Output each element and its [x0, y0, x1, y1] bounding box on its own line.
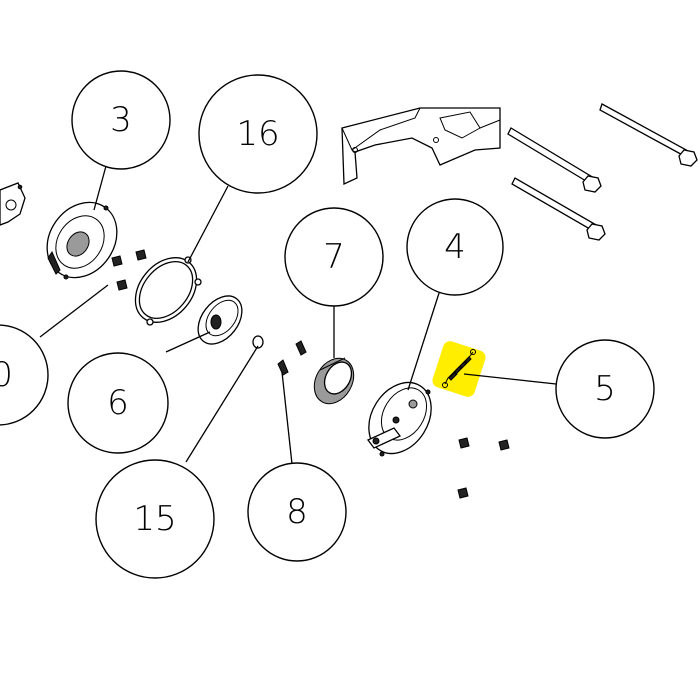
callout-10-label: 0: [0, 355, 13, 395]
callout-8-label: 8: [286, 492, 308, 532]
callout-7: 7: [284, 207, 384, 307]
frame-part: [341, 107, 501, 185]
callout-16-label: 16: [236, 114, 279, 154]
key-parts-8: [277, 340, 307, 376]
pulley-part-6: [197, 295, 243, 345]
callout-6-label: 6: [107, 383, 129, 423]
spring-part-5: [432, 341, 486, 397]
gasket-part-16: [134, 256, 202, 326]
small-screws: [111, 249, 147, 291]
long-bolts: [507, 103, 698, 241]
bearing-part-7: [313, 357, 355, 405]
callout-10: 0: [0, 324, 49, 426]
leader-lines: [39, 165, 557, 465]
callout-5: 5: [555, 339, 655, 439]
callout-6: 6: [67, 352, 169, 454]
callout-4-label: 4: [444, 227, 466, 267]
callout-5-label: 5: [594, 369, 616, 409]
callout-16: 16: [198, 74, 318, 194]
housing-part-3: [46, 201, 118, 280]
small-screws-lower: [457, 437, 510, 499]
callout-8: 8: [247, 462, 347, 562]
callout-15: 15: [95, 459, 215, 579]
callout-3-label: 3: [110, 100, 132, 140]
callout-7-label: 7: [323, 237, 345, 277]
callout-3: 3: [71, 70, 171, 170]
cover-part-4: [366, 381, 432, 457]
callout-15-label: 15: [133, 499, 176, 539]
o-ring-part-15: [252, 335, 264, 349]
callout-4: 4: [406, 198, 504, 296]
flange-part: [0, 182, 26, 226]
